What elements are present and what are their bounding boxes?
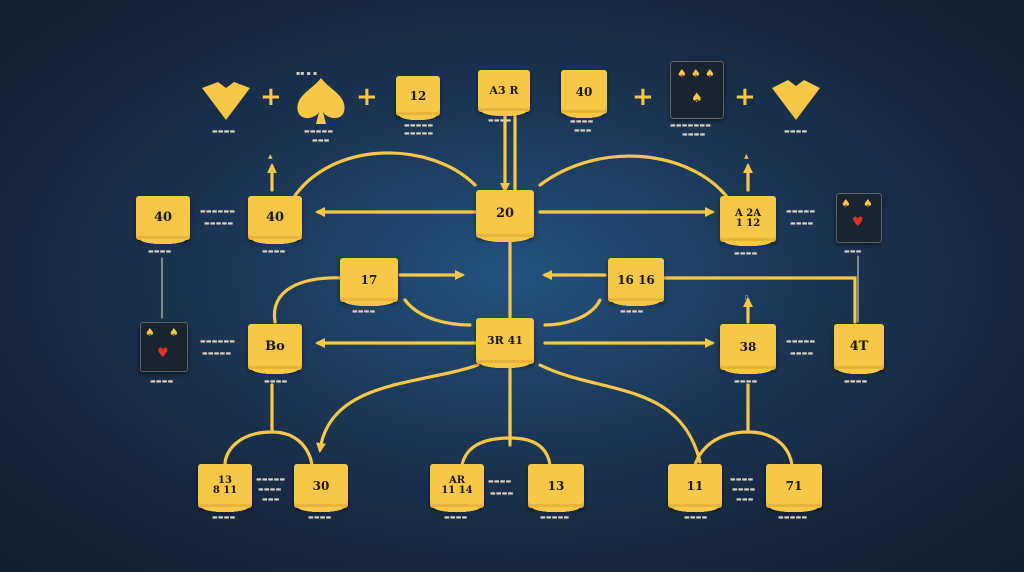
caption-bottom-link-5b: ▬▬▬▬ [732,486,756,493]
caption-top-12-b: ▬▬▬▬▬ [404,130,434,137]
curve-1616-down [543,298,602,327]
caption-card-top: ▬▬▬▬▬▬▬ [670,122,712,129]
card-pip-icon: ♠ [863,197,873,210]
node-bottom-3[interactable]: AR 11 14 [430,464,484,513]
caption-bottom-link-1c: ▬▬▬ [262,496,280,503]
caption-bottom-link-3: ▬▬▬▬ [488,478,512,485]
node-bo[interactable]: Bo [248,324,302,375]
caption-bottom-4: ▬▬▬▬▬ [540,514,570,521]
small-marker-right: ▲ [744,153,749,160]
caption-heart-left: ▬▬▬▬ [212,128,236,135]
spade-icon [297,78,345,124]
node-bottom-1[interactable]: 13 8 11 [198,464,252,513]
caption-top-12: ▬▬▬▬▬ [404,122,434,129]
caption-38: ▬▬▬▬ [734,378,758,385]
caption-spade-2: ▬▬▬ [312,137,330,144]
caption-link-right-2b: ▬▬▬▬ [790,350,814,357]
card-heart-icon-left[interactable]: ♠ ♠ ♥ [140,322,188,372]
node-40-outer[interactable]: 40 [136,196,190,245]
curve-center-lower-left [316,363,480,453]
fork-left [223,383,314,467]
caption-bottom-link-1: ▬▬▬▬▬ [256,476,286,483]
node-top-a3r[interactable]: A3 R [478,70,530,117]
caption-top-40: ▬▬▬▬ [570,118,594,125]
caption-link-left-b: ▬▬▬▬▬ [204,220,234,227]
curve-left-loop [272,276,347,324]
card-pip-icon: ♠ [691,91,703,106]
curve-right-loop [634,276,857,324]
caption-card-top-b: ▬▬▬▬ [682,131,706,138]
caption-card-left: ▬▬▬▬ [150,378,174,385]
caption-link-left-2: ▬▬▬▬▬▬ [200,338,236,345]
card-pip-icon: ♠ [841,197,851,210]
caption-bottom-6: ▬▬▬▬▬ [778,514,808,521]
caption-bottom-link-1b: ▬▬▬▬ [258,486,282,493]
caption-link-left: ▬▬▬▬▬▬ [200,208,236,215]
plus-sign-4: + [734,82,756,112]
node-top-12[interactable]: 12 [396,76,440,121]
node-17[interactable]: 17 [340,258,398,307]
card-heart-pip-icon: ♥ [852,215,864,230]
spade-top-label: ▪▪ ▪ ▪ [296,70,318,77]
caption-link-right-2: ▬▬▬▬▬ [786,338,816,345]
caption-spade: ▬▬▬▬▬ [304,128,334,135]
node-bottom-4[interactable]: 13 [528,464,584,513]
node-1616[interactable]: 16 16 [608,258,664,307]
card-heart-pip-icon: ♥ [157,346,169,361]
plus-sign-3: + [632,82,654,112]
node-40-inner[interactable]: 40 [248,196,302,245]
card-icon-top[interactable]: ♠ ♠ ♠ ♠ [670,61,724,119]
curve-hub-left [290,151,477,202]
caption-card-right: ▬▬▬ [844,248,862,255]
node-a2a[interactable]: A 2A 1 12 [720,196,776,247]
card-pip-icon: ♠ [145,326,155,339]
node-top-40[interactable]: 40 [561,70,607,119]
curve-hub-right [538,154,730,200]
caption-bo: ▬▬▬▬ [264,378,288,385]
caption-link-left-2b: ▬▬▬▬▬ [202,350,232,357]
caption-bottom-link-5: ▬▬▬▬ [730,476,754,483]
caption-link-right: ▬▬▬▬▬ [786,208,816,215]
fork-right [693,383,794,467]
caption-top-a3r: ▬▬▬▬ [488,117,512,124]
caption-17: ▬▬▬▬ [352,308,376,315]
small-marker-left: ▲ [268,153,273,160]
caption-4t: ▬▬▬▬ [844,378,868,385]
node-bottom-2[interactable]: 30 [294,464,348,513]
caption-bottom-1: ▬▬▬▬ [212,514,236,521]
card-heart-icon-right[interactable]: ♠ ♠ ♥ [836,193,882,243]
caption-bottom-3: ▬▬▬▬ [444,514,468,521]
node-bottom-6[interactable]: 71 [766,464,822,513]
caption-bottom-link-3b: ▬▬▬▬ [490,490,514,497]
node-bottom-5[interactable]: 11 [668,464,722,513]
plus-sign-1: + [260,82,282,112]
card-pip-icon: ♠ [677,67,687,80]
node-4t[interactable]: 4T [834,324,884,375]
heart-shape-icon-right [772,80,820,120]
node-hub-20[interactable]: 20 [476,190,534,243]
curve-17-down [403,298,472,327]
caption-1616: ▬▬▬▬ [620,308,644,315]
plus-sign-2: + [356,82,378,112]
heart-shape-icon [202,82,250,120]
caption-bottom-5: ▬▬▬▬ [684,514,708,521]
caption-heart-right: ▬▬▬▬ [784,128,808,135]
card-pip-icon: ♠ [691,67,701,80]
small-marker-mid-right: ▯ [745,294,749,301]
caption-40-outer: ▬▬▬▬ [148,248,172,255]
caption-link-right-b: ▬▬▬▬ [790,220,814,227]
node-38[interactable]: 38 [720,324,776,375]
card-pip-icon: ♠ [705,67,715,80]
card-pip-icon: ♠ [169,326,179,339]
curve-center-lower-right [538,363,702,464]
fork-center [460,408,552,467]
caption-bottom-link-5c: ▬▬▬ [736,496,754,503]
caption-40-inner: ▬▬▬▬ [262,248,286,255]
caption-top-40-b: ▬▬▬ [574,127,592,134]
caption-bottom-2: ▬▬▬▬ [308,514,332,521]
caption-a2a: ▬▬▬▬ [734,250,758,257]
node-center-3r41[interactable]: 3R 41 [476,318,534,369]
